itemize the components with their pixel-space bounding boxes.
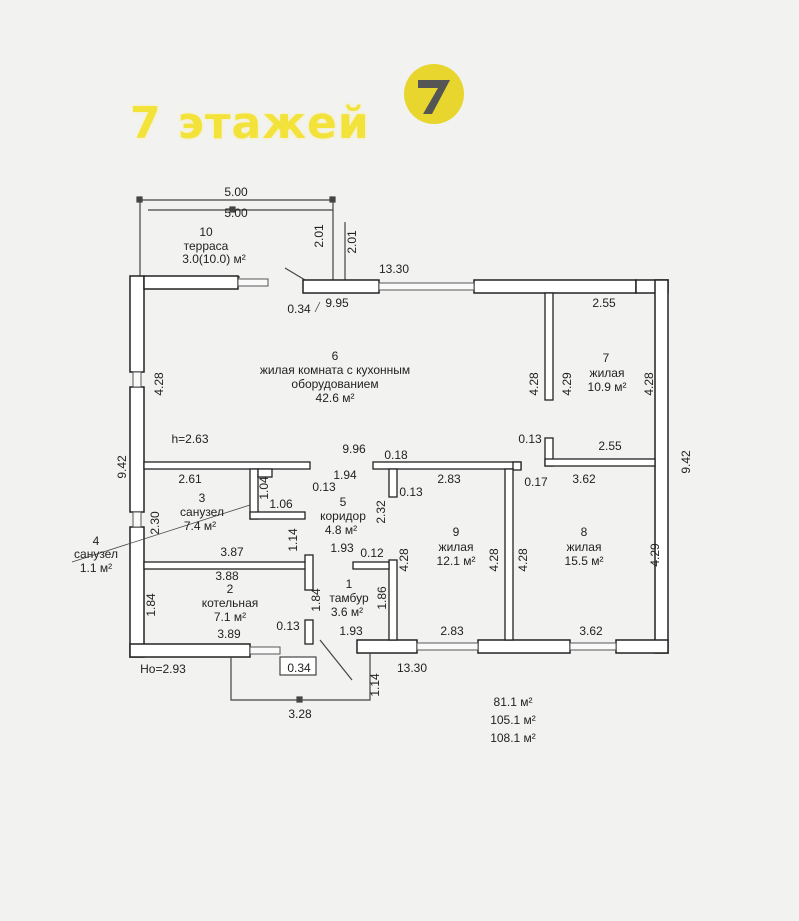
room-3-name: санузел xyxy=(180,505,224,519)
dim-wall-013-d: 0.13 xyxy=(276,619,300,633)
room-10-name: терраса xyxy=(184,239,229,253)
dim-wall-013-c: 0.13 xyxy=(399,485,423,499)
room-10-area: 3.0(10.0) м² xyxy=(182,252,246,266)
dim-room7-height-b: 4.28 xyxy=(642,372,656,396)
room-9-area: 12.1 м² xyxy=(437,554,476,568)
windows xyxy=(132,278,617,655)
dim-room9-height-b: 4.28 xyxy=(487,548,501,572)
outer-walls xyxy=(129,275,669,658)
dim-boiler-width: 3.88 xyxy=(215,569,239,583)
dim-boiler-height: 1.84 xyxy=(144,593,158,617)
leader-lines xyxy=(71,301,321,563)
room-6-name-2: оборудованием xyxy=(291,377,378,391)
dim-terrace-width-top: 5.00 xyxy=(224,185,248,199)
room-4-number: 4 xyxy=(93,534,100,548)
room-6-area: 42.6 м² xyxy=(316,391,355,405)
dim-room6-width-bottom: 9.96 xyxy=(342,442,366,456)
room-5-area: 4.8 м² xyxy=(325,523,357,537)
dim-terrace-width-inner: 5.00 xyxy=(224,206,248,220)
room-3-number: 3 xyxy=(199,491,206,505)
dim-room9-width-bottom: 2.83 xyxy=(440,624,464,638)
dim-corridor-height: 2.32 xyxy=(374,500,388,524)
room-1-area: 3.6 м² xyxy=(331,605,363,619)
dim-porch-width: 3.28 xyxy=(288,707,312,721)
dim-overall-height-left: 9.42 xyxy=(115,455,129,479)
room-2-name: котельная xyxy=(202,596,258,610)
dim-sanuzel-width: 2.61 xyxy=(178,472,202,486)
room-6-name: жилая комната с кухонным xyxy=(260,363,410,377)
dim-top-overall: 13.30 xyxy=(379,262,409,276)
dim-room7-height-a: 4.29 xyxy=(560,372,574,396)
total-area-1: 81.1 м² xyxy=(494,695,533,709)
dim-porch-034: 0.34 xyxy=(287,661,311,675)
dim-sanuzel4-width: 1.06 xyxy=(269,497,293,511)
dim-terrace-depth-b: 2.01 xyxy=(345,230,359,254)
dim-room8-height-b: 4.29 xyxy=(648,543,662,567)
dim-room6-width: 9.95 xyxy=(325,296,349,310)
room-3-area: 7.4 м² xyxy=(184,519,216,533)
dim-wall-114: 1.14 xyxy=(286,528,300,552)
room-5-name: коридор xyxy=(320,509,366,523)
dim-sanuzel4-height: 1.04 xyxy=(257,476,271,500)
room-4-name: санузел xyxy=(74,547,118,561)
dim-room8-height-a: 4.28 xyxy=(516,548,530,572)
dim-wall-017: 0.17 xyxy=(524,475,548,489)
porch xyxy=(230,639,371,703)
dim-boiler-width-top: 3.87 xyxy=(220,545,244,559)
dim-tambur-width-top: 1.93 xyxy=(330,541,354,555)
dim-corridor-width: 1.94 xyxy=(333,468,357,482)
dim-terrace-depth-a: 2.01 xyxy=(312,224,326,248)
interior-walls xyxy=(143,292,656,645)
room-1-name: тамбур xyxy=(329,591,369,605)
room-9-number: 9 xyxy=(453,525,460,539)
dim-room6-height-left: 4.28 xyxy=(152,372,166,396)
dim-sanuzel-height: 2.30 xyxy=(148,511,162,535)
room-7-number: 7 xyxy=(603,351,610,365)
room-6-number: 6 xyxy=(332,349,339,363)
dim-room9-height-a: 4.28 xyxy=(397,548,411,572)
room-10-number: 10 xyxy=(199,225,213,239)
total-area-3: 108.1 м² xyxy=(490,731,536,745)
dim-tambur-height-a: 1.84 xyxy=(309,588,323,612)
dim-bottom-overall: 13.30 xyxy=(397,661,427,675)
room-2-area: 7.1 м² xyxy=(214,610,246,624)
dim-porch-depth: 1.14 xyxy=(368,673,382,697)
brand-title: 7 этажей xyxy=(130,98,370,149)
dim-wall-018: 0.18 xyxy=(384,448,408,462)
dim-wall-013-b: 0.13 xyxy=(312,480,336,494)
room-7-area: 10.9 м² xyxy=(588,380,627,394)
room-7-name: жилая xyxy=(590,366,625,380)
room-5-number: 5 xyxy=(340,495,347,509)
dim-wall-013-a: 0.13 xyxy=(518,432,542,446)
room-9-name: жилая xyxy=(439,540,474,554)
dim-ceiling-height: h=2.63 xyxy=(171,432,208,446)
dim-room7-width-top: 2.55 xyxy=(592,296,616,310)
room-1-number: 1 xyxy=(346,577,353,591)
dim-outer-height: Ho=2.93 xyxy=(140,662,186,676)
dim-room8-width-bottom: 3.62 xyxy=(579,624,603,638)
dim-tambur-height-b: 1.86 xyxy=(375,586,389,610)
brand-logo-icon xyxy=(404,64,464,124)
dim-room8-width-top: 3.62 xyxy=(572,472,596,486)
dim-tambur-width-bottom: 1.93 xyxy=(339,624,363,638)
room-8-area: 15.5 м² xyxy=(565,554,604,568)
dim-034-top: 0.34 xyxy=(287,302,311,316)
dim-boiler-width-bottom: 3.89 xyxy=(217,627,241,641)
dim-room9-width-top: 2.83 xyxy=(437,472,461,486)
dim-overall-height-right: 9.42 xyxy=(679,450,693,474)
room-2-number: 2 xyxy=(227,582,234,596)
dim-wall-012: 0.12 xyxy=(360,546,384,560)
total-area-2: 105.1 м² xyxy=(490,713,536,727)
dim-room6-height-right: 4.28 xyxy=(527,372,541,396)
dim-room7-width-bottom: 2.55 xyxy=(598,439,622,453)
room-8-name: жилая xyxy=(567,540,602,554)
room-8-number: 8 xyxy=(581,525,588,539)
room-4-area: 1.1 м² xyxy=(80,561,112,575)
